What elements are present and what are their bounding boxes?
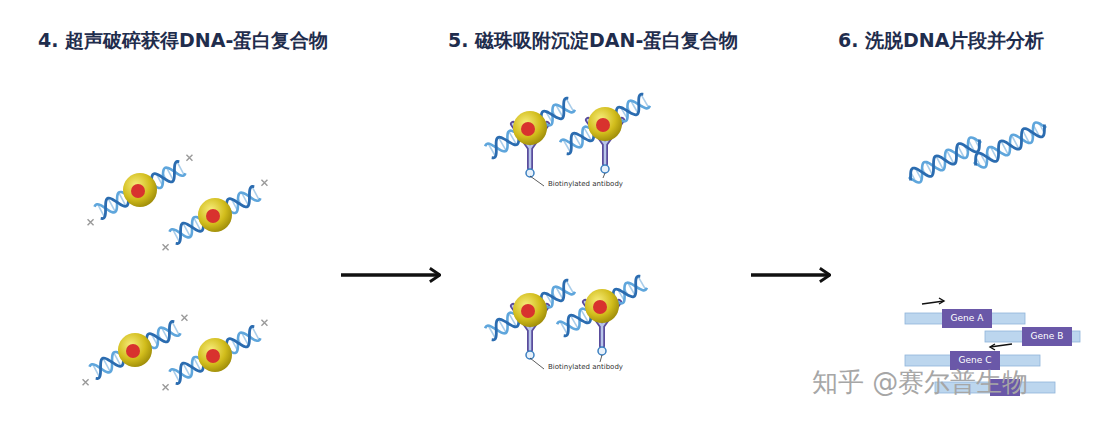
part-label: Biotinylated antibody	[548, 181, 623, 189]
dna-helix	[906, 134, 984, 186]
dna-helix	[971, 119, 1049, 171]
protein-sphere	[198, 198, 232, 232]
dna-protein-complex	[88, 155, 193, 226]
protein-core	[521, 304, 535, 318]
protein-sphere	[198, 338, 232, 372]
step-heading: 4. 超声破碎获得DNA-蛋白复合物	[30, 20, 336, 62]
crosslink-mark	[83, 379, 89, 385]
crosslink-mark	[163, 244, 169, 250]
dna-strand	[485, 279, 576, 341]
dna-fragment-bar	[905, 355, 1040, 366]
step-heading: 6. 洗脱DNA片段并分析	[830, 20, 1052, 62]
protein-sphere	[123, 173, 157, 207]
leader-line	[600, 355, 602, 362]
protein-core	[126, 344, 140, 358]
gene-label: Gene B	[1031, 332, 1064, 342]
dna-strand	[485, 97, 576, 159]
process-arrow	[341, 273, 440, 277]
primer-arrow	[939, 298, 944, 304]
leader-line	[530, 358, 544, 369]
watermark: 知乎 @赛尔普生物	[812, 368, 1028, 397]
dna-strand	[169, 186, 261, 245]
dna-protein-complex	[83, 315, 188, 386]
gene-box	[1022, 327, 1072, 346]
dna-protein-complex	[484, 97, 575, 159]
dna-protein-complex	[484, 279, 575, 341]
crosslink-mark	[88, 219, 94, 225]
dna-helix	[94, 160, 186, 219]
dna-strand	[94, 161, 186, 220]
crosslink-mark	[163, 384, 169, 390]
primer-arrow	[990, 344, 995, 350]
leader-line	[530, 176, 544, 186]
protein-core	[593, 300, 607, 314]
dna-helix	[559, 93, 650, 155]
protein-sphere	[513, 111, 547, 145]
protein-sphere	[585, 289, 619, 323]
dna-strand	[906, 134, 984, 185]
crosslink-mark	[261, 320, 267, 326]
gene-label: Gene A	[951, 314, 984, 324]
crosslink-mark	[186, 155, 192, 161]
dna-helix	[484, 97, 575, 159]
dna-fragment-bar	[905, 313, 1025, 324]
dna-strand	[557, 275, 648, 337]
gene-box	[942, 309, 992, 328]
step-heading: 5. 磁珠吸附沉淀DAN-蛋白复合物	[440, 20, 746, 62]
dna-helix	[89, 320, 181, 379]
dna-protein-complex	[163, 180, 268, 251]
crosslink-mark	[181, 315, 187, 321]
dna-protein-complex	[556, 275, 647, 337]
protein-core	[206, 209, 220, 223]
dna-protein-complex	[559, 93, 650, 155]
gene-label: Gene C	[959, 356, 992, 366]
dna-strand	[89, 321, 181, 380]
dna-helix	[169, 325, 261, 384]
dna-strand	[169, 326, 261, 385]
leader-line	[603, 173, 605, 178]
process-arrow	[751, 273, 830, 277]
protein-core	[521, 122, 535, 136]
dna-helix	[556, 275, 647, 337]
dna-helix	[484, 279, 575, 341]
dna-strand	[485, 279, 576, 341]
dna-protein-complex	[163, 320, 268, 391]
step-panel: 6. 洗脱DNA片段并分析	[830, 20, 1080, 420]
part-label: Biotinylated antibody	[548, 364, 623, 372]
dna-strand	[971, 119, 1049, 170]
dna-helix	[169, 185, 261, 244]
protein-sphere	[118, 333, 152, 367]
protein-sphere	[588, 107, 622, 141]
crosslink-mark	[261, 180, 267, 186]
dna-strand	[971, 119, 1049, 170]
dna-strand	[560, 93, 651, 155]
step-panel: 5. 磁珠吸附沉淀DAN-蛋白复合物	[440, 20, 751, 420]
dna-strand	[169, 186, 261, 245]
dna-strand	[906, 134, 984, 185]
dna-strand	[560, 93, 651, 155]
dna-strand	[557, 275, 648, 337]
dna-strand	[94, 161, 186, 220]
protein-core	[206, 349, 220, 363]
step-panel: 4. 超声破碎获得DNA-蛋白复合物	[30, 20, 341, 420]
protein-sphere	[513, 293, 547, 327]
dna-strand	[169, 326, 261, 385]
protein-core	[596, 118, 610, 132]
dna-strand	[89, 321, 181, 380]
protein-core	[131, 184, 145, 198]
dna-strand	[485, 97, 576, 159]
